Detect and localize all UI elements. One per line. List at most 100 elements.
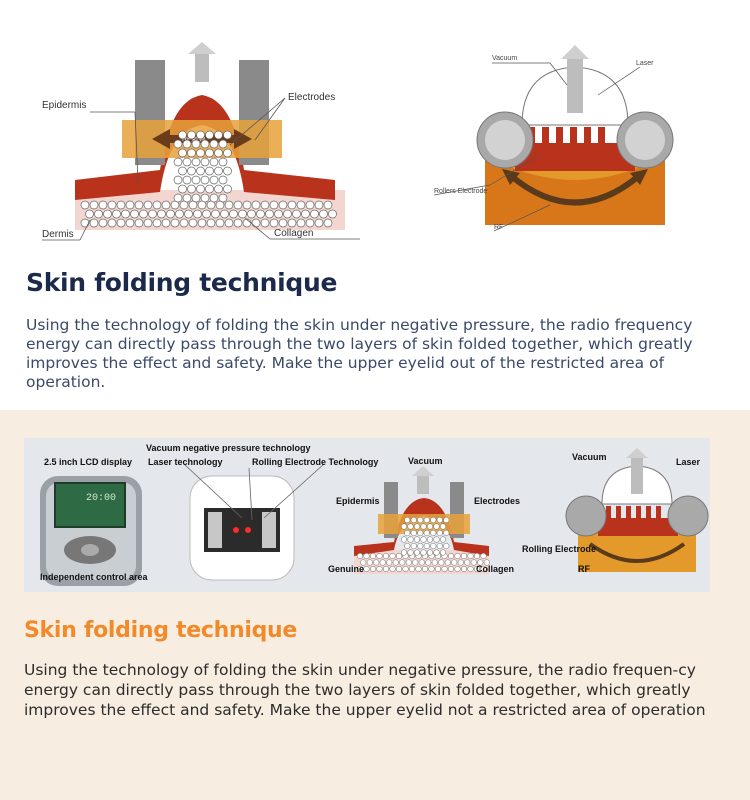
collagen-dot	[247, 209, 256, 219]
collagen-dot	[256, 209, 265, 219]
collagen-dot	[242, 200, 252, 210]
collagen-dot	[112, 209, 121, 219]
collagen-dot	[436, 516, 443, 524]
collagen-dot	[187, 184, 196, 194]
collagen-dot	[85, 209, 94, 219]
collagen-dot	[413, 536, 421, 543]
collagen-dot	[139, 209, 148, 219]
collagen-dot	[191, 175, 201, 185]
collagen-dot	[200, 193, 210, 203]
collagen-dot	[433, 523, 440, 530]
collagen-dot	[98, 218, 108, 228]
collagen-dot	[178, 130, 187, 140]
collagen-dot	[223, 184, 232, 194]
rollers-electrode-label: Rollers Electrode	[434, 188, 487, 195]
collagen-dot	[209, 193, 219, 203]
collagen-label: Collagen	[274, 228, 313, 239]
collagen-dot	[125, 200, 135, 210]
collagen-dot	[356, 552, 364, 560]
collagen-dot	[233, 218, 243, 228]
collagen-dot	[211, 209, 220, 219]
collagen-dot	[175, 209, 184, 219]
collagen-dot	[399, 559, 406, 566]
collagen-dot	[218, 193, 228, 203]
collagen-dot	[443, 542, 450, 550]
collagen-dot	[223, 130, 232, 140]
collagen-dot	[260, 218, 270, 228]
collagen-dot	[323, 200, 333, 210]
collagen-dot	[80, 218, 90, 228]
collagen-dot	[404, 516, 411, 524]
collagen-dot	[283, 209, 292, 219]
collagen-dot	[187, 166, 196, 176]
collagen-dot	[103, 209, 112, 219]
vacuum-label: Vacuum	[492, 55, 517, 62]
collagen-dot	[363, 565, 370, 573]
collagen-dot	[443, 529, 450, 537]
collagen-dot	[196, 130, 205, 140]
fold-collagen-label: Collagen	[476, 564, 514, 574]
collagen-dot	[417, 542, 424, 550]
collagen-dot	[251, 200, 261, 210]
collagen-dot	[220, 209, 229, 219]
collagen-dot	[206, 218, 216, 228]
collagen-dot	[187, 130, 196, 140]
collagen-dot	[426, 536, 434, 543]
collagen-dot	[389, 552, 396, 560]
collagen-dot	[420, 549, 427, 556]
collagen-dot	[269, 200, 279, 210]
collagen-dot	[209, 175, 219, 185]
collagen-dot	[447, 552, 455, 560]
collagen-dot	[223, 166, 232, 176]
rf-label: RF	[494, 224, 503, 231]
collagen-dot	[447, 565, 455, 573]
collagen-dot	[376, 552, 383, 560]
collagen-dot	[376, 565, 383, 573]
collagen-dot	[178, 166, 187, 176]
feature-strip-graphics: 20:00 2.5 inch LCD display Independent c…	[40, 443, 709, 586]
feature-strip: 20:00 2.5 inch LCD display Independent c…	[24, 438, 710, 592]
collagen-dot	[457, 559, 464, 566]
collagen-dot	[191, 157, 201, 167]
collagen-dot	[444, 559, 451, 566]
collagen-dot	[200, 139, 210, 149]
collagen-dot	[413, 523, 421, 530]
collagen-dot	[402, 565, 409, 573]
collagen-dot	[197, 218, 207, 228]
collagen-dot	[214, 148, 223, 158]
collagen-dot	[420, 523, 427, 530]
collagen-dot	[184, 209, 193, 219]
section2-paragraph: Using the technology of folding the skin…	[24, 661, 706, 719]
collagen-dot	[196, 184, 205, 194]
collagen-dot	[382, 565, 390, 573]
collagen-dot	[360, 559, 367, 566]
lcd-display-label: 2.5 inch LCD display	[44, 457, 132, 467]
collagen-dot	[98, 200, 108, 210]
collagen-dot	[430, 542, 437, 550]
dermis-label: Dermis	[42, 229, 74, 240]
collagen-dot	[418, 559, 425, 566]
roller-vacuum-label: Vacuum	[572, 452, 607, 462]
collagen-dot	[238, 209, 247, 219]
epidermis-label: Epidermis	[42, 100, 86, 111]
collagen-dot	[438, 559, 445, 566]
collagen-dot	[433, 536, 440, 543]
collagen-dot	[94, 209, 103, 219]
collagen-dot	[407, 523, 414, 530]
fold-genuine-label: Genuine	[328, 564, 364, 574]
collagen-dot	[423, 529, 430, 537]
collagen-dot	[209, 139, 219, 149]
collagen-dot	[423, 542, 430, 550]
collagen-dot	[460, 565, 468, 573]
collagen-dot	[426, 549, 434, 556]
collagen-dot	[182, 175, 192, 185]
collagen-dot	[328, 209, 337, 219]
collagen-dot	[224, 218, 234, 228]
collagen-dot	[426, 523, 434, 530]
electrodes-label: Electrodes	[288, 92, 335, 103]
collagen-dot	[460, 552, 468, 560]
collagen-dot	[107, 218, 117, 228]
top-section: RF射频 Epidermis Electrodes Dermis Collage…	[26, 42, 693, 391]
collagen-dot	[467, 552, 474, 560]
collagen-dot	[443, 516, 450, 524]
